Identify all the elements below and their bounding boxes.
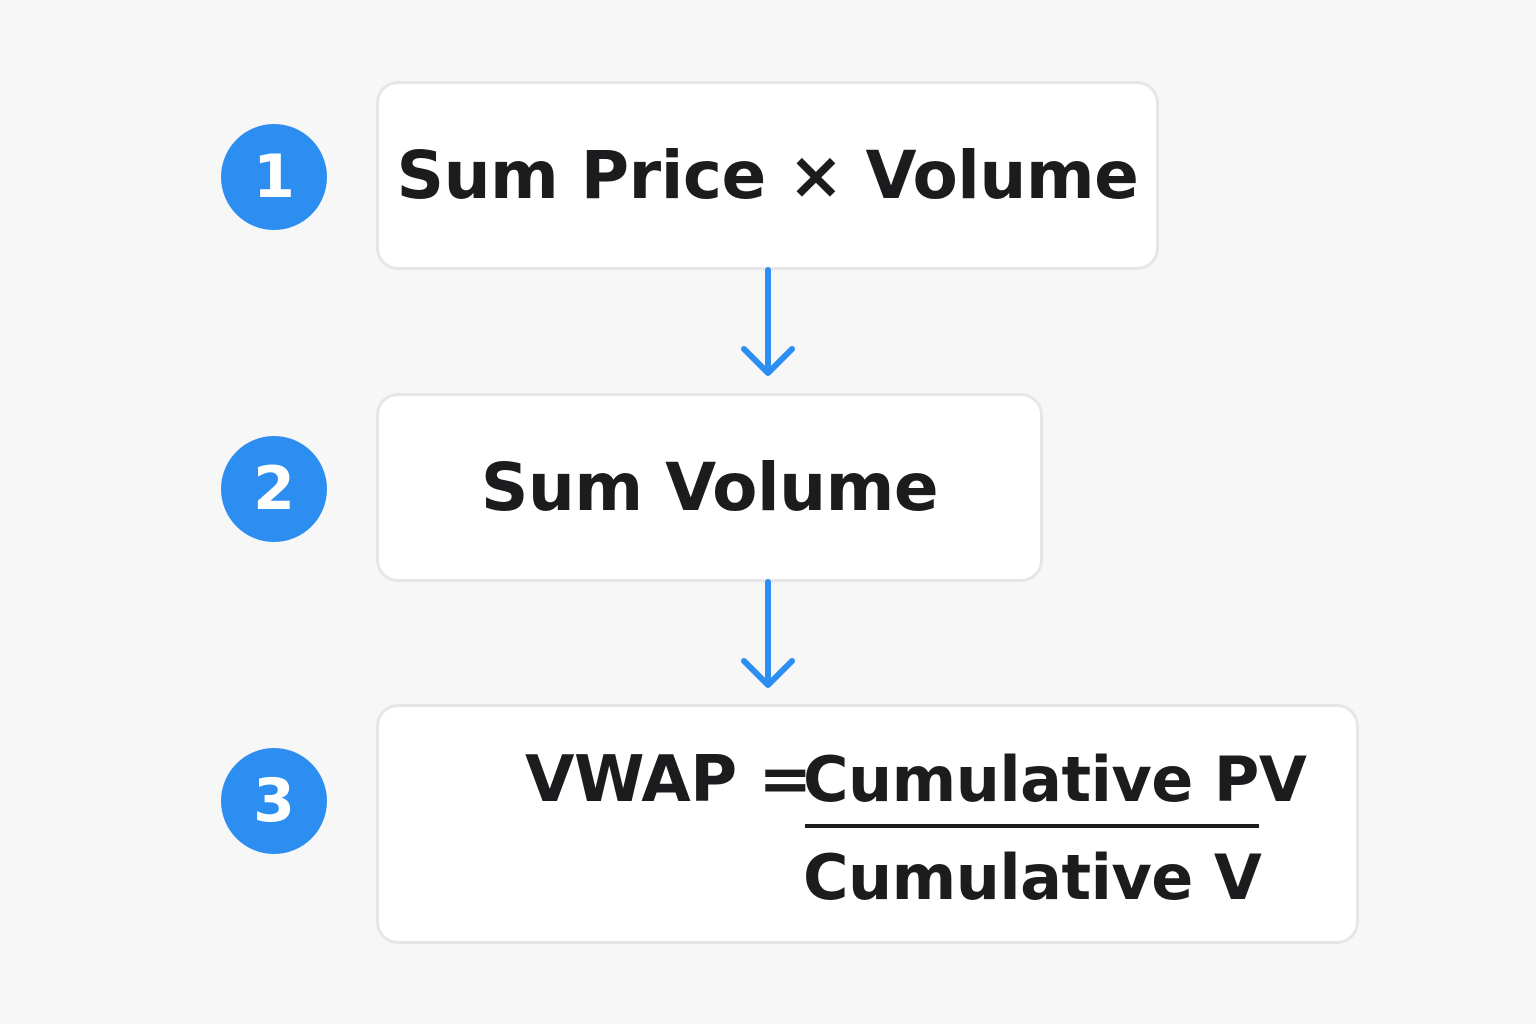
step-2-box: Sum Volume <box>376 393 1043 582</box>
formula-lhs: VWAP = <box>525 743 812 817</box>
step-1-box: Sum Price × Volume <box>376 81 1159 270</box>
step-2-label: Sum Volume <box>480 449 939 526</box>
fraction-bar <box>805 824 1259 828</box>
step-2-badge: 2 <box>221 436 327 542</box>
vwap-formula: VWAP = Cumulative PV Cumulative V <box>379 707 1356 941</box>
formula-numerator: Cumulative PV <box>803 743 1307 816</box>
step-3-box: VWAP = Cumulative PV Cumulative V <box>376 704 1359 944</box>
step-1-badge: 1 <box>221 124 327 230</box>
arrow-down-icon <box>741 579 795 688</box>
formula-denominator: Cumulative V <box>803 841 1262 914</box>
step-3-badge: 3 <box>221 748 327 854</box>
step-1-label: Sum Price × Volume <box>396 137 1139 214</box>
arrow-down-icon <box>741 267 795 376</box>
